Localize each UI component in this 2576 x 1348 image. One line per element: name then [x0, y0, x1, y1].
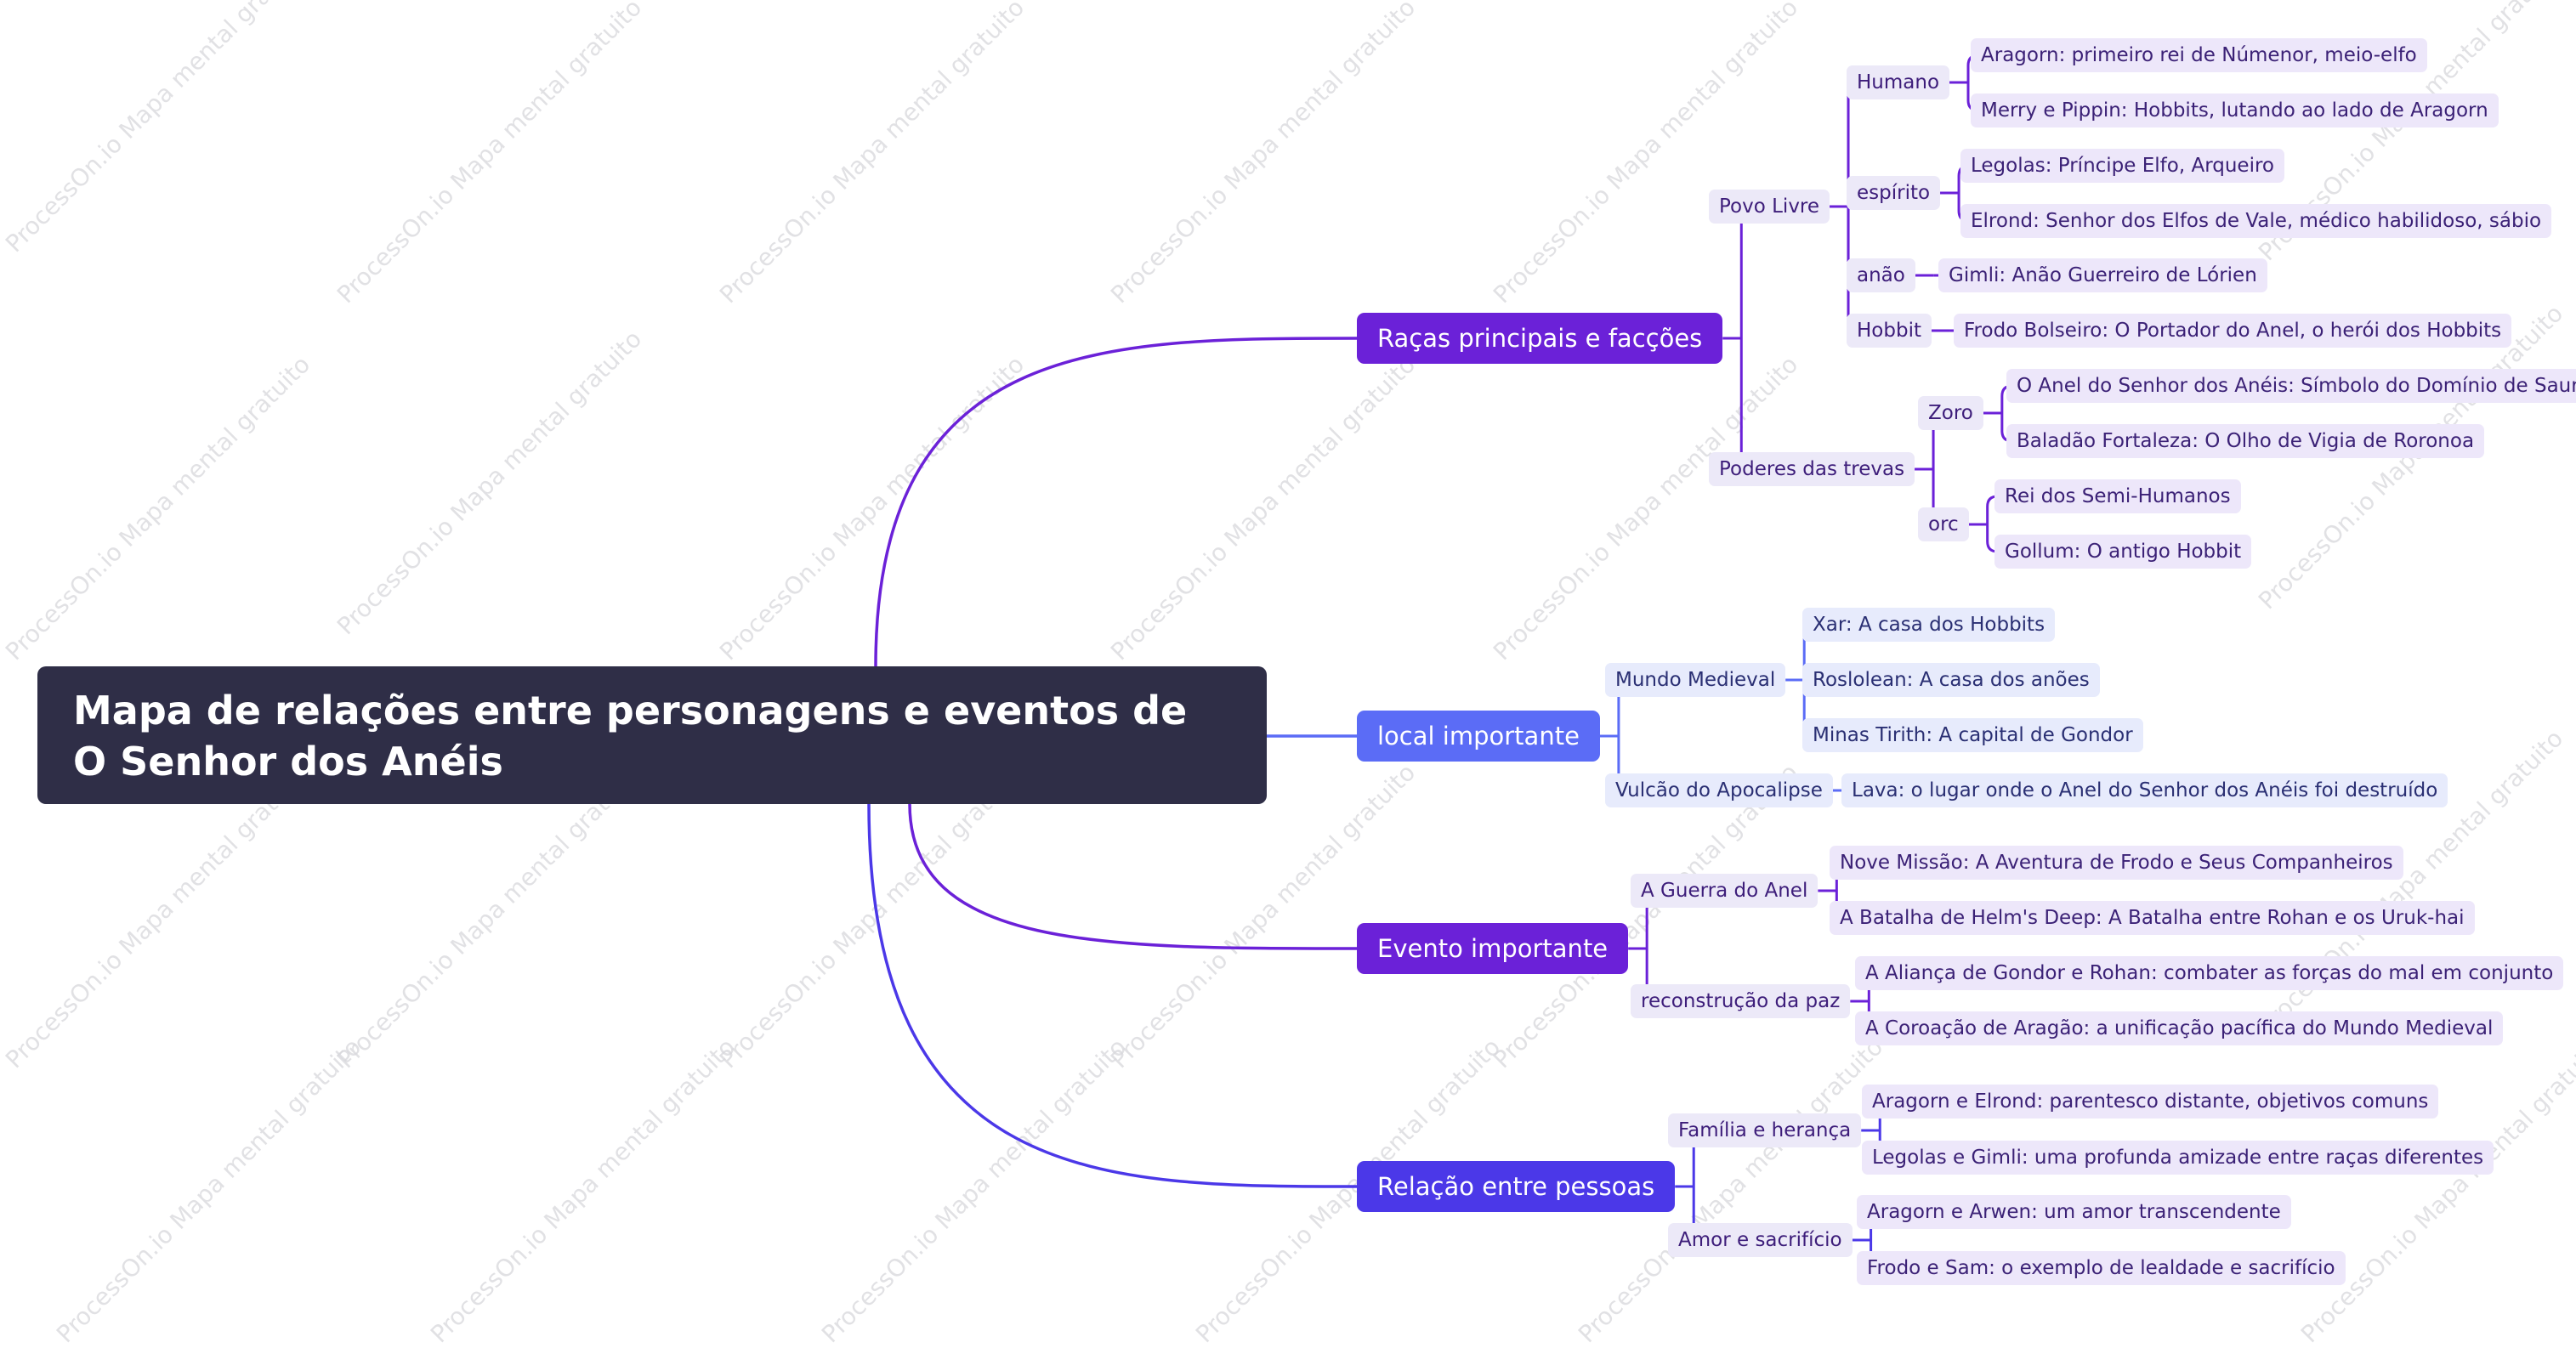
leaf-topic[interactable]: Aragorn e Arwen: um amor transcendente [1857, 1195, 2291, 1229]
leaf-topic[interactable]: O Anel do Senhor dos Anéis: Símbolo do D… [2006, 369, 2576, 403]
branch-topic[interactable]: local importante [1357, 711, 1600, 762]
subtopic[interactable]: A Guerra do Anel [1631, 874, 1819, 908]
leaf-topic[interactable]: Minas Tirith: A capital de Gondor [1802, 718, 2143, 752]
connector-line [874, 337, 1358, 667]
leaf-topic[interactable]: A Coroação de Aragão: a unificação pacíf… [1855, 1011, 2504, 1045]
subtopic[interactable]: Povo Livre [1709, 190, 1830, 224]
leaf-topic[interactable]: Rei dos Semi-Humanos [1994, 479, 2241, 513]
leaf-topic[interactable]: A Aliança de Gondor e Rohan: combater as… [1855, 956, 2564, 990]
root-topic[interactable]: Mapa de relações entre personagens e eve… [37, 666, 1267, 804]
leaf-topic[interactable]: Elrond: Senhor dos Elfos de Vale, médico… [1960, 204, 2552, 238]
leaf-topic[interactable]: Frodo Bolseiro: O Portador do Anel, o he… [1954, 314, 2512, 348]
connector-line [908, 803, 1358, 950]
branch-topic[interactable]: Relação entre pessoas [1357, 1161, 1676, 1212]
leaf-topic[interactable]: Frodo e Sam: o exemplo de lealdade e sac… [1857, 1251, 2346, 1285]
subtopic[interactable]: reconstrução da paz [1631, 984, 1851, 1018]
leaf-topic[interactable]: Legolas: Príncipe Elfo, Arqueiro [1960, 149, 2284, 183]
connector-line [867, 803, 1358, 1188]
subtopic[interactable]: Zoro [1918, 396, 1983, 430]
leaf-topic[interactable]: Roslolean: A casa dos anões [1802, 663, 2100, 697]
root-title: Mapa de relações entre personagens e eve… [73, 688, 1188, 784]
leaf-topic[interactable]: A Batalha de Helm's Deep: A Batalha entr… [1830, 901, 2475, 935]
subtopic[interactable]: Mundo Medieval [1605, 663, 1786, 697]
leaf-topic[interactable]: Baladão Fortaleza: O Olho de Vigia de Ro… [2006, 424, 2485, 458]
leaf-topic[interactable]: Lava: o lugar onde o Anel do Senhor dos … [1841, 773, 2448, 807]
subtopic[interactable]: Família e herança [1668, 1113, 1862, 1147]
branch-topic[interactable]: Raças principais e facções [1357, 313, 1723, 364]
leaf-topic[interactable]: Nove Missão: A Aventura de Frodo e Seus … [1830, 846, 2403, 880]
leaf-topic[interactable]: Merry e Pippin: Hobbits, lutando ao lado… [1971, 93, 2499, 127]
subtopic[interactable]: Poderes das trevas [1709, 452, 1915, 486]
subtopic[interactable]: espírito [1847, 176, 1941, 210]
subtopic[interactable]: Hobbit [1847, 314, 1932, 348]
leaf-topic[interactable]: Gollum: O antigo Hobbit [1994, 535, 2252, 569]
subtopic[interactable]: Humano [1847, 65, 1950, 99]
subtopic[interactable]: Vulcão do Apocalipse [1605, 773, 1833, 807]
subtopic[interactable]: Amor e sacrifício [1668, 1223, 1853, 1257]
leaf-topic[interactable]: Aragorn e Elrond: parentesco distante, o… [1862, 1085, 2439, 1119]
leaf-topic[interactable]: Gimli: Anão Guerreiro de Lórien [1938, 258, 2267, 292]
leaf-topic[interactable]: Xar: A casa dos Hobbits [1802, 608, 2056, 642]
branch-topic[interactable]: Evento importante [1357, 923, 1629, 974]
leaf-topic[interactable]: Legolas e Gimli: uma profunda amizade en… [1862, 1141, 2494, 1175]
subtopic[interactable]: orc [1918, 507, 1969, 541]
leaf-topic[interactable]: Aragorn: primeiro rei de Númenor, meio-e… [1971, 38, 2427, 72]
subtopic[interactable]: anão [1847, 258, 1915, 292]
